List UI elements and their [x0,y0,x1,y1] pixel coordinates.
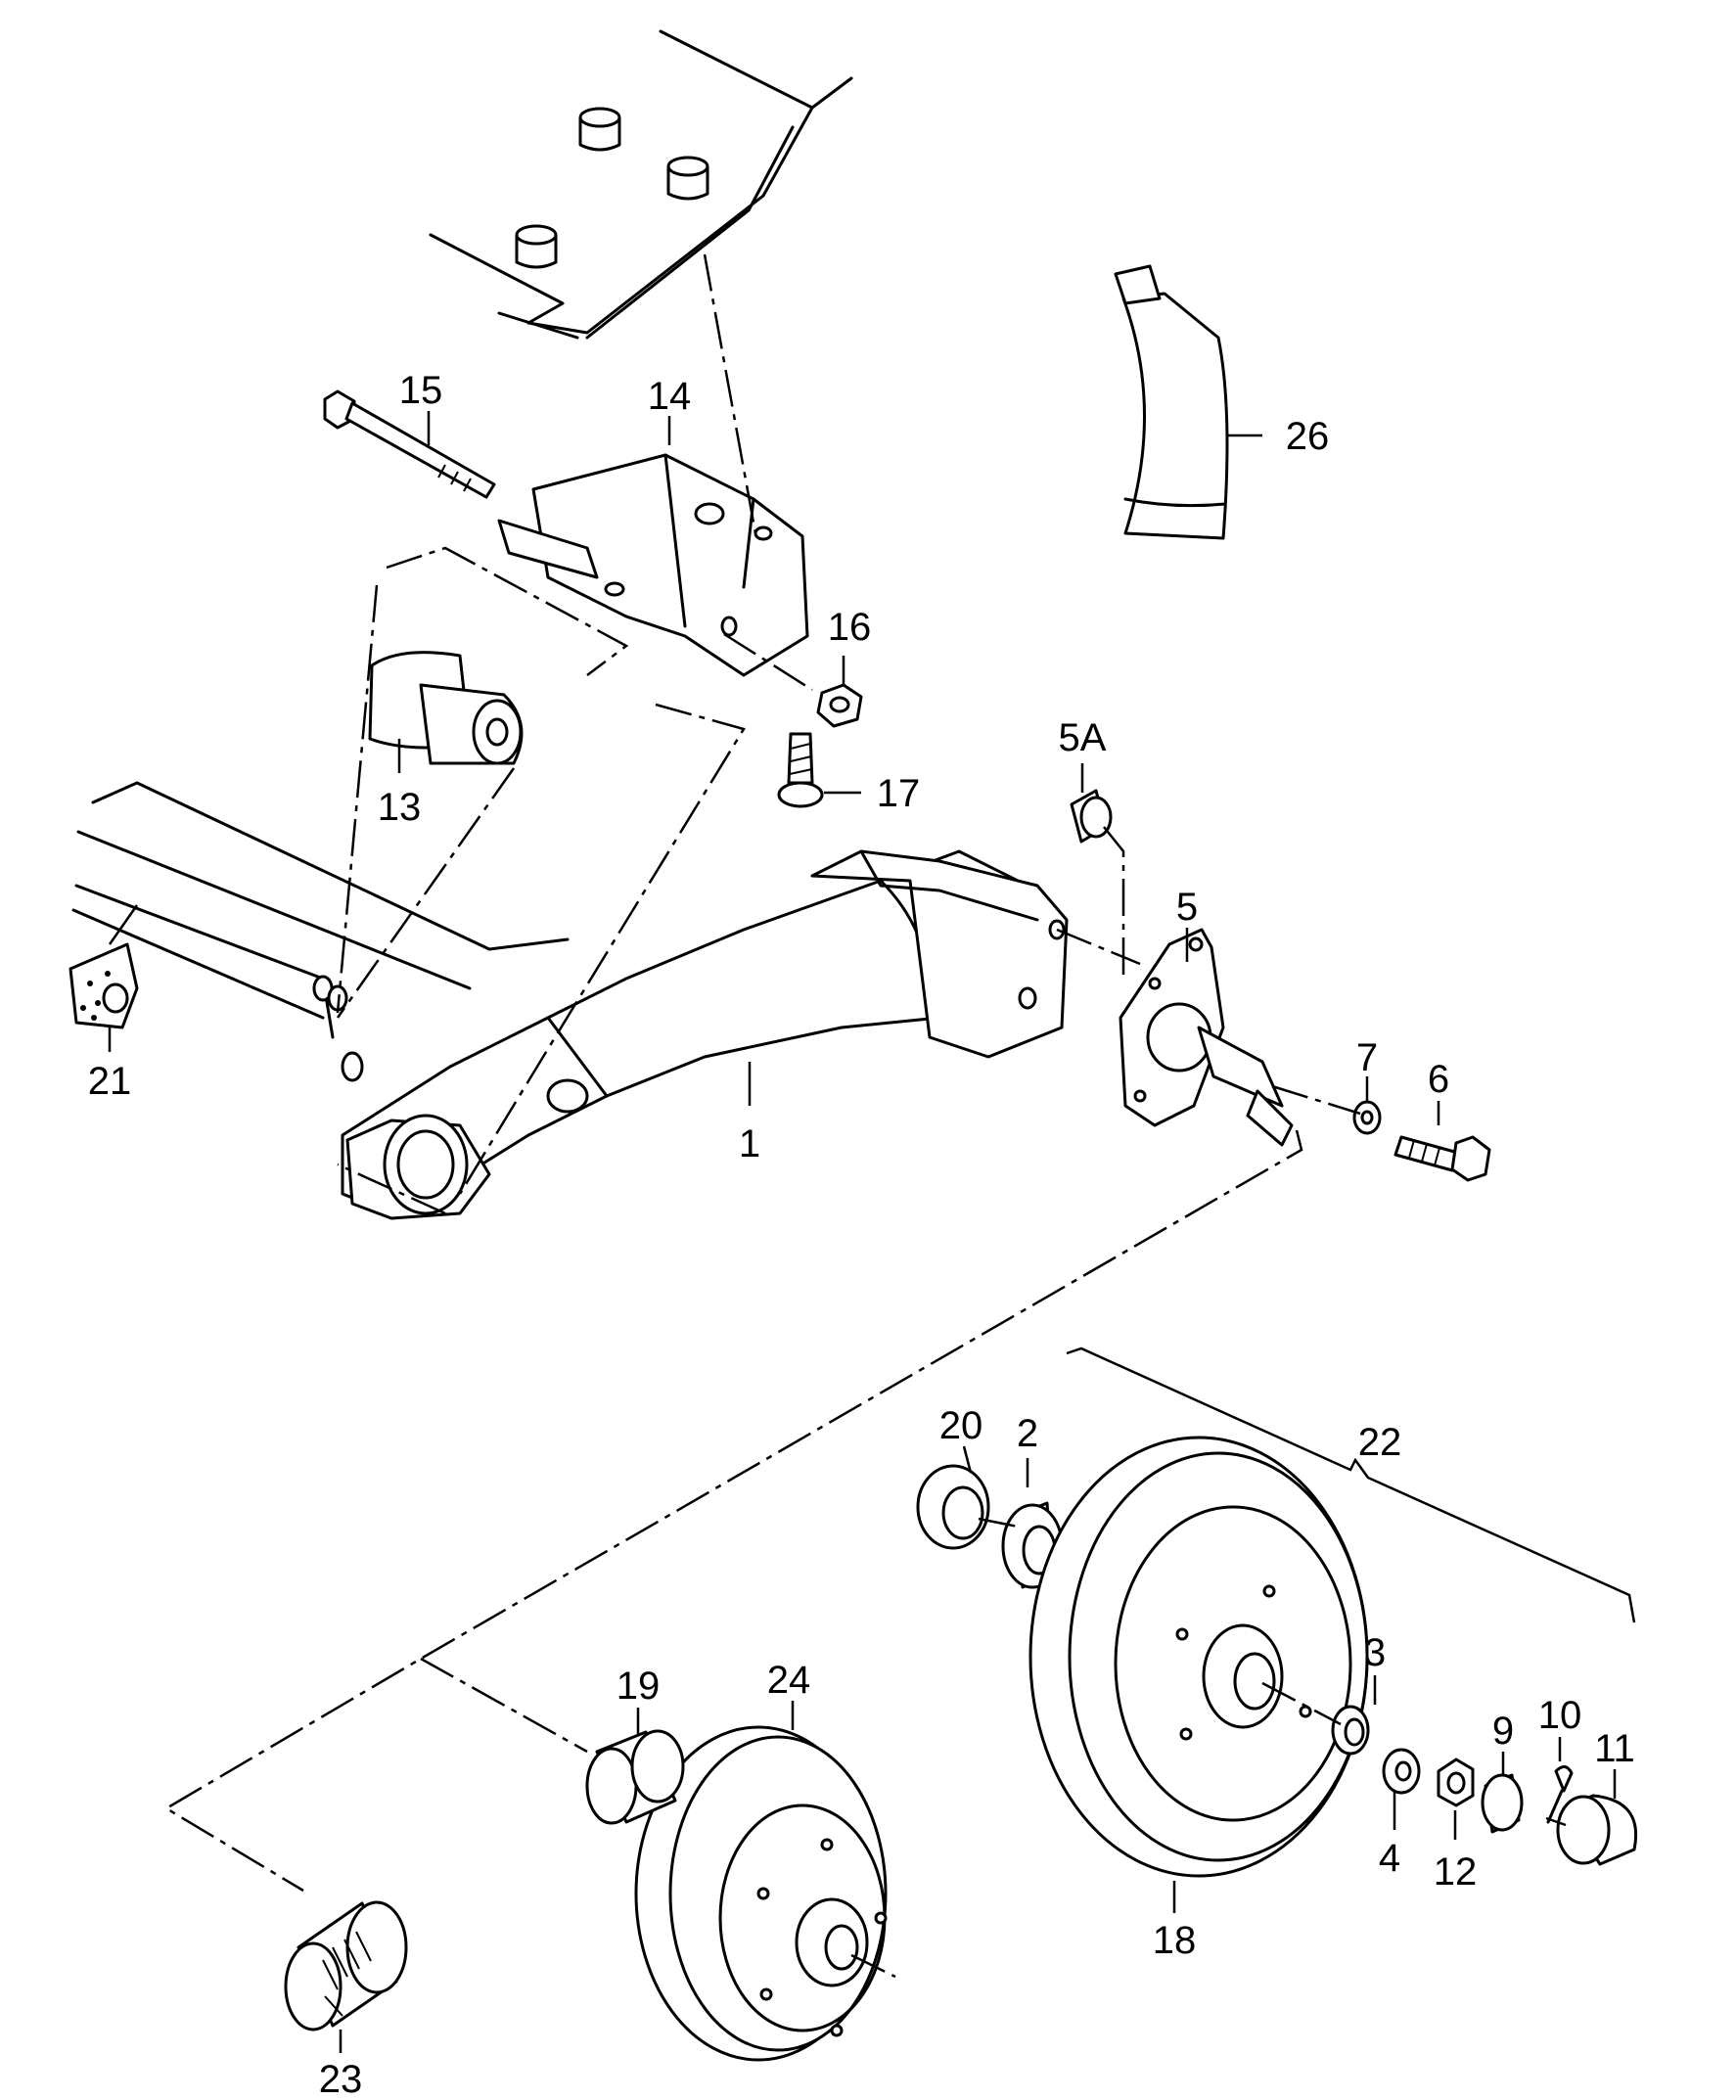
bolt-17 [777,732,824,808]
label-12: 12 [1434,1850,1478,1894]
label-17: 17 [877,772,921,815]
label-14: 14 [648,375,692,418]
foam-pad [69,942,139,1029]
grease-tube [1114,264,1229,540]
label-23: 23 [319,2058,363,2100]
brake-drum [1028,1436,1369,1878]
leader-lines [108,411,1617,2053]
nut-12 [1437,1758,1475,1807]
body-floor-panel [429,29,853,340]
washer-7 [1352,1100,1382,1135]
brake-disc [634,1725,888,2062]
label-6: 6 [1428,1058,1449,1101]
label-21: 21 [88,1060,132,1103]
label-11: 11 [1594,1727,1635,1770]
part-labels: 1 2 3 4 5 5A 6 7 9 10 11 12 13 14 15 16 … [88,369,1635,2100]
label-3: 3 [1364,1631,1386,1674]
seal-20 [916,1464,990,1550]
rubber-bushing [368,651,524,765]
mounting-bracket [497,453,809,677]
label-5: 5 [1176,886,1198,929]
bush-5a [1070,789,1113,844]
bolt-6 [1393,1135,1491,1182]
bearing-2 [1001,1501,1064,1589]
label-5A: 5A [1059,716,1107,759]
label-18: 18 [1153,1919,1197,1962]
stub-axle [1119,928,1294,1147]
label-22: 22 [1358,1421,1402,1464]
label-9: 9 [1492,1710,1514,1753]
seal-19 [585,1729,685,1825]
cotter-pin-10 [1546,1765,1574,1824]
rear-axle-beam [71,781,1069,1220]
label-7: 7 [1356,1036,1378,1079]
label-10: 10 [1538,1694,1582,1737]
floor-stud [515,107,709,269]
washer-4 [1382,1748,1421,1795]
grease-cap-11 [1556,1794,1638,1866]
lock-ring-9 [1481,1773,1524,1834]
label-4: 4 [1379,1837,1400,1880]
label-19: 19 [617,1665,661,1708]
label-13: 13 [378,786,422,829]
label-16: 16 [828,606,872,649]
label-26: 26 [1286,415,1330,458]
abs-ring [284,1900,408,2032]
label-2: 2 [1017,1412,1038,1455]
label-20: 20 [939,1404,983,1447]
label-15: 15 [399,369,443,412]
label-24: 24 [767,1659,811,1702]
label-1: 1 [739,1122,760,1165]
assembly-bracket-22 [1066,1347,1636,1623]
bearing-3 [1331,1705,1370,1756]
assembly-centerlines [163,253,1567,1979]
long-bolt [323,389,496,499]
nut-16 [816,683,863,728]
